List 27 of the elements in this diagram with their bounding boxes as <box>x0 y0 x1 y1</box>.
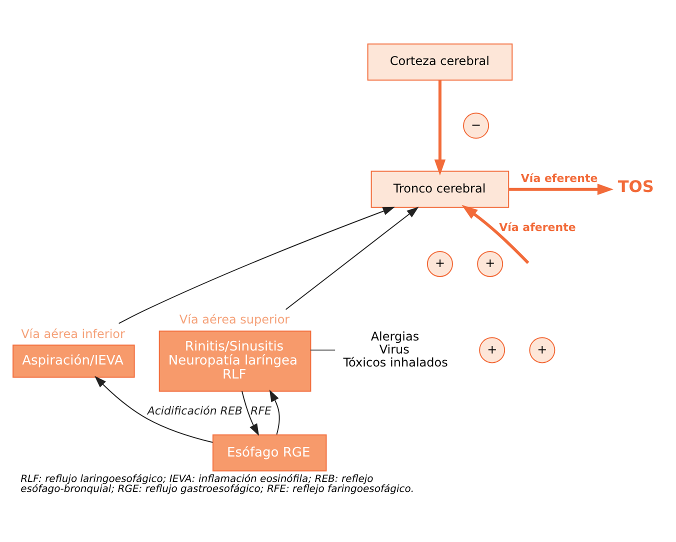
node-label: Tóxicos inhalados <box>343 354 448 369</box>
node-label: Alergias <box>370 328 420 343</box>
caption: RLF: reflujo laringoesofágico; IEVA: inflamación eosinófila; REB: reflejo esófago-bronquial; RGE: reflujo gastroesofágico; RFE: reflejo faringoesofágico. <box>20 473 414 494</box>
arrow <box>94 375 214 442</box>
node-circle: + <box>477 250 504 276</box>
node-circle: − <box>463 112 490 138</box>
arrow <box>241 390 260 436</box>
edge-label: Vía aferente <box>499 220 576 234</box>
arrow <box>269 389 280 434</box>
node-box: Esófago RGE <box>212 434 327 471</box>
arrow <box>285 206 419 310</box>
arrow <box>462 204 530 264</box>
arrow <box>118 206 395 324</box>
node-box: Corteza cerebral <box>367 43 513 80</box>
node-label: Virus <box>379 342 410 356</box>
node-label: Vía aérea inferior <box>21 326 125 340</box>
node-text: TOS <box>618 176 654 196</box>
edge-label: Acidificación REB <box>147 404 242 418</box>
arrow <box>434 80 446 176</box>
node-circle: + <box>426 250 453 276</box>
node-box: Tronco cerebral <box>370 170 510 208</box>
node-label: Vía aérea superior <box>179 312 290 326</box>
edge-label: RFE <box>250 404 272 418</box>
node-circle: + <box>529 336 556 363</box>
node-circle: + <box>479 336 506 363</box>
arrow <box>508 183 614 194</box>
edge-label: Vía eferente <box>520 172 598 185</box>
